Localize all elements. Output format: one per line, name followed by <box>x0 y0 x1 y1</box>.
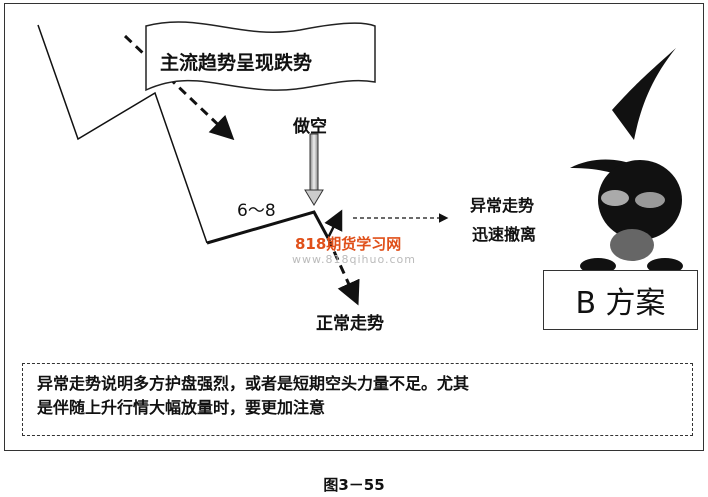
rabbit-mascot <box>570 48 683 274</box>
watermark-url: www.818qihuo.com <box>292 253 416 266</box>
flag-text: 主流趋势呈现跌势 <box>160 52 313 74</box>
plan-b-box: B 方案 <box>543 270 698 330</box>
figure-caption: 图3－55 <box>323 476 385 494</box>
normal-label: 正常走势 <box>316 314 384 334</box>
short-down-arrow <box>304 133 324 206</box>
range-label: 6～8 <box>237 201 276 221</box>
note-box: 异常走势说明多方护盘强烈，或者是短期空头力量不足。尤其 是伴随上升行情大幅放量时… <box>22 363 693 436</box>
diagram-frame <box>4 3 704 451</box>
note-line-1: 异常走势说明多方护盘强烈，或者是短期空头力量不足。尤其 <box>37 374 470 393</box>
flag-banner <box>145 21 376 92</box>
abnormal-label-1: 异常走势 <box>470 196 535 215</box>
note-line-2: 是伴随上升行情大幅放量时，要更加注意 <box>37 398 326 417</box>
consolidation-line <box>206 210 330 245</box>
trend-dashed-arrow <box>123 34 235 141</box>
watermark-title: 818期货学习网 <box>295 235 402 253</box>
abnormal-label-2: 迅速撤离 <box>472 225 537 244</box>
short-label: 做空 <box>293 117 327 137</box>
normal-dashed-arrow <box>326 237 360 306</box>
price-line <box>37 24 208 244</box>
rebound-arrow <box>324 209 343 239</box>
